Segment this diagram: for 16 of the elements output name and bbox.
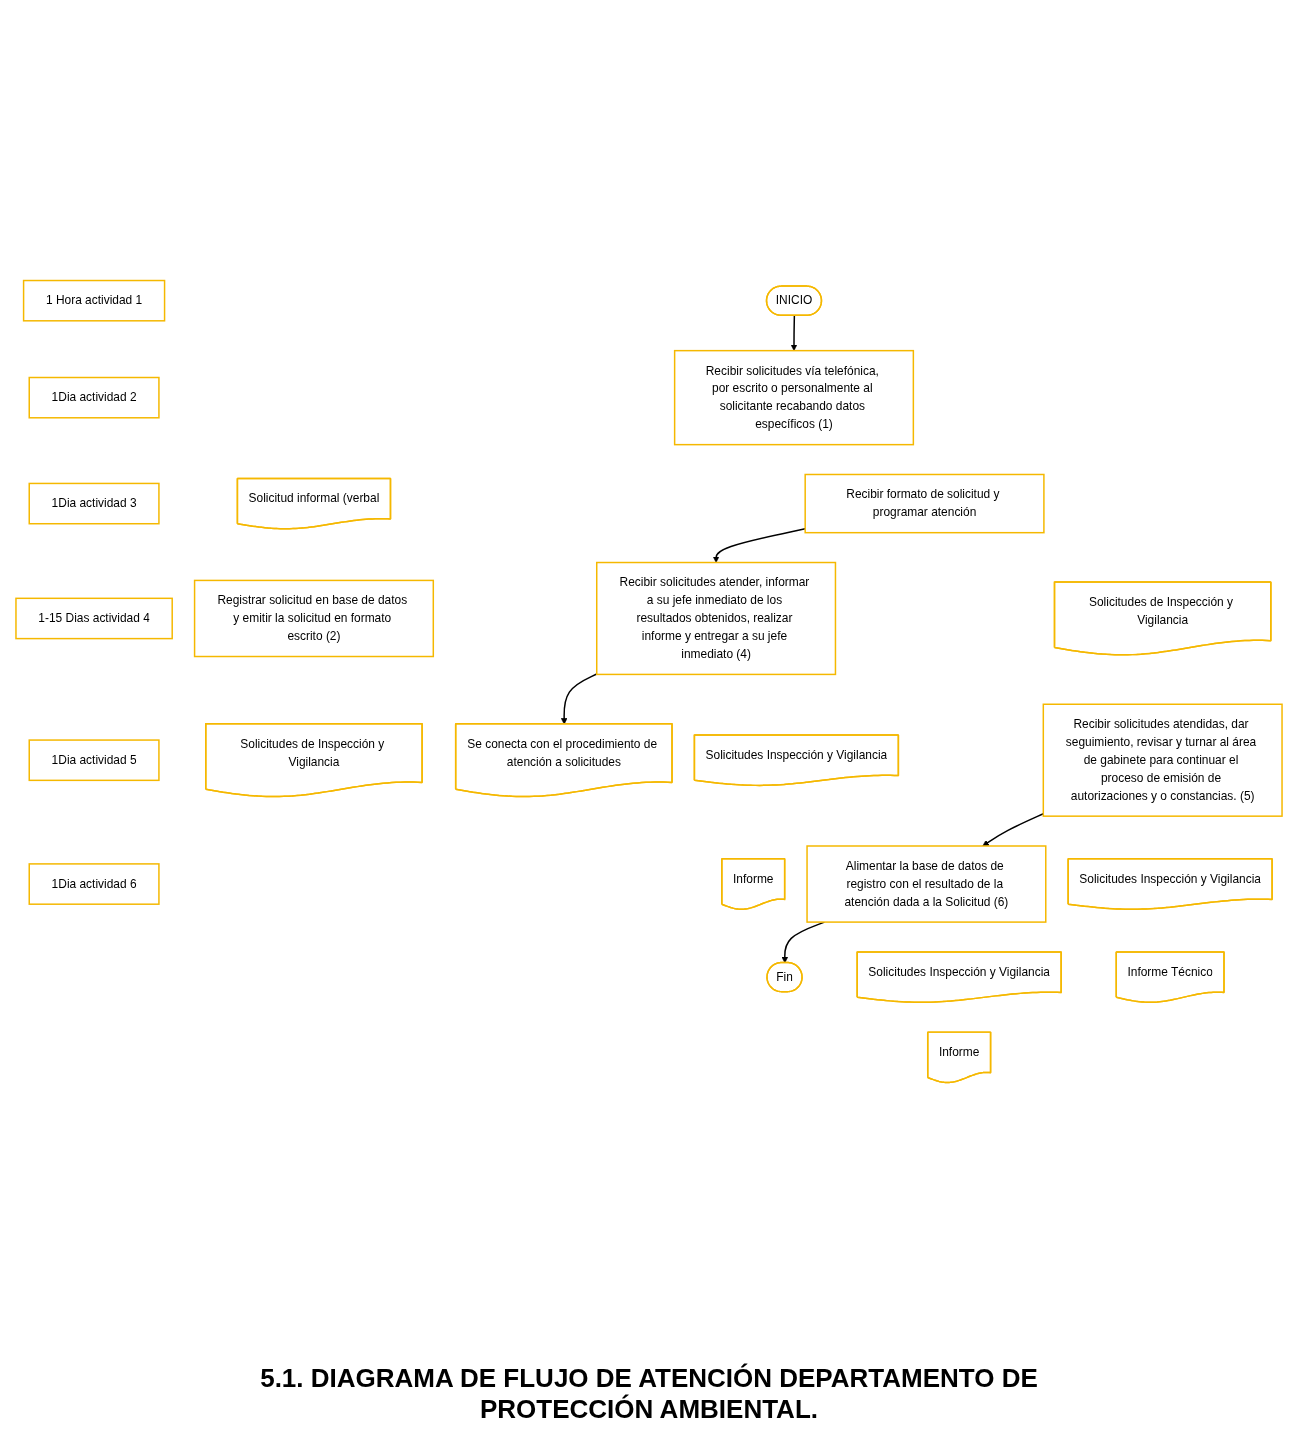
node-box: 1 Hora actividad 1 (22, 279, 166, 322)
node-box: 1Dia actividad 5 (28, 739, 160, 782)
node-box: Registrar solicitud en base de datos y emitir la solicitud en formato escrito (2) (193, 579, 435, 658)
node-box: 1Dia actividad 3 (28, 482, 160, 525)
arrow (712, 528, 806, 563)
node-box: 1Dia actividad 2 (28, 376, 160, 419)
node-box: Recibir solicitudes atendidas, dar seguimiento, revisar y turnar al área de gabinete para continuar el proceso de emisión de autorizaciones y o constancias. (5) (1042, 703, 1283, 817)
node-box: Recibir formato de solicitud y programar atención (804, 473, 1045, 534)
arrow (790, 314, 798, 351)
node-box: 1-15 Dias actividad 4 (15, 597, 173, 640)
node-box: Recibir solicitudes vía telefónica, por escrito o personalmente al solicitante recabando datos específicos (1) (673, 349, 915, 446)
node-box: 1Dia actividad 6 (28, 863, 160, 905)
node-box: Recibir solicitudes atender, informar a su jefe inmediato de los resultados obtenidos, realizar informe y entregar a su jefe inmediato (4) (596, 561, 837, 676)
node-box: Alimentar la base de datos de registro con el resultado de la atención dada a la Solicitud (6) (806, 845, 1047, 923)
diagram-title: 5.1. DIAGRAMA DE FLUJO DE ATENCIÓN DEPARTAMENTO DE PROTECCIÓN AMBIENTAL. (259, 1363, 1039, 1425)
arrow (982, 813, 1045, 847)
